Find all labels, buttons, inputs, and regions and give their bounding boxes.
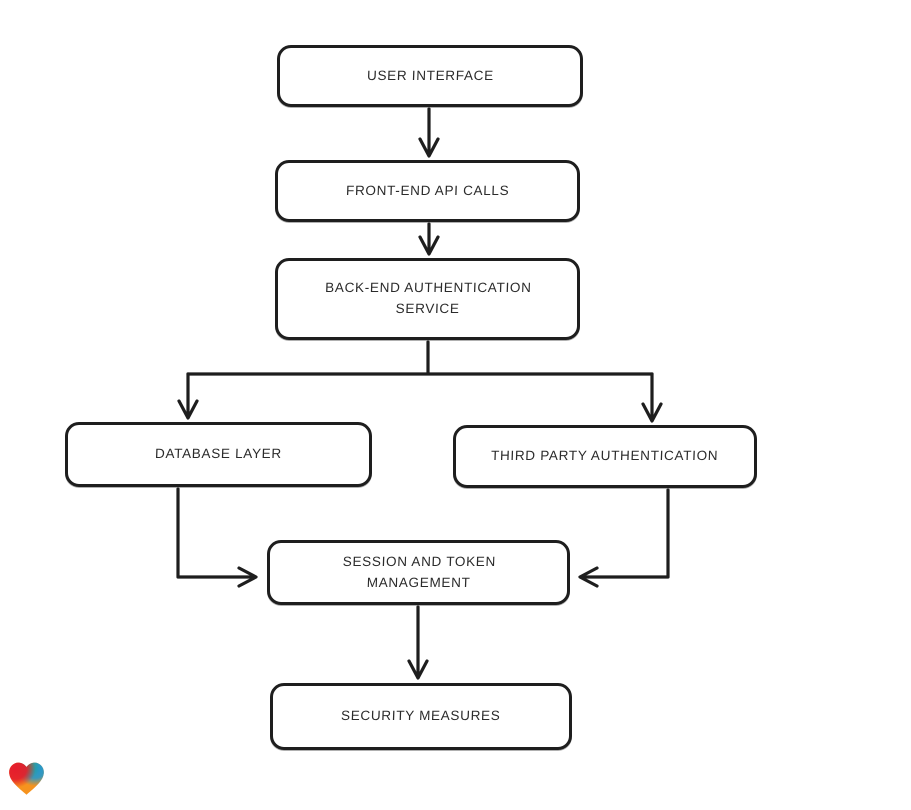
node-front-end-api-calls[interactable]: FRONT-END API CALLS [275,160,580,222]
edge-database-to-session [176,487,258,588]
node-back-end-authentication-service-label: BACK-END AUTHENTICATION SERVICE [324,280,532,316]
edge-front-end-to-back-end [418,222,440,256]
node-security-measures[interactable]: SECURITY MEASURES [270,683,572,750]
node-user-interface[interactable]: USER INTERFACE [277,45,583,107]
edge-back-end-split-trunk [186,340,654,376]
node-user-interface-label: USER INTERFACE [366,67,494,83]
node-session-and-token-management-label: SESSION AND TOKEN MANAGEMENT [342,553,496,590]
edge-user-interface-to-front-end [418,107,440,158]
edge-third-party-to-session [578,488,670,588]
node-session-and-token-management[interactable]: SESSION AND TOKEN MANAGEMENT [267,540,570,605]
node-back-end-authentication-service[interactable]: BACK-END AUTHENTICATION SERVICE [275,258,580,340]
edge-session-to-security [407,605,429,680]
node-third-party-authentication[interactable]: THIRD PARTY AUTHENTICATION [453,425,757,488]
node-security-measures-label: SECURITY MEASURES [341,708,502,724]
edge-back-end-to-third-party [641,372,663,423]
node-front-end-api-calls-label: FRONT-END API CALLS [345,182,510,198]
node-third-party-authentication-label: THIRD PARTY AUTHENTICATION [491,448,719,464]
heart-logo-icon [8,761,45,796]
node-database-layer-label: DATABASE LAYER [154,446,283,462]
edge-back-end-to-database-layer [177,372,199,420]
node-database-layer[interactable]: DATABASE LAYER [65,422,372,487]
